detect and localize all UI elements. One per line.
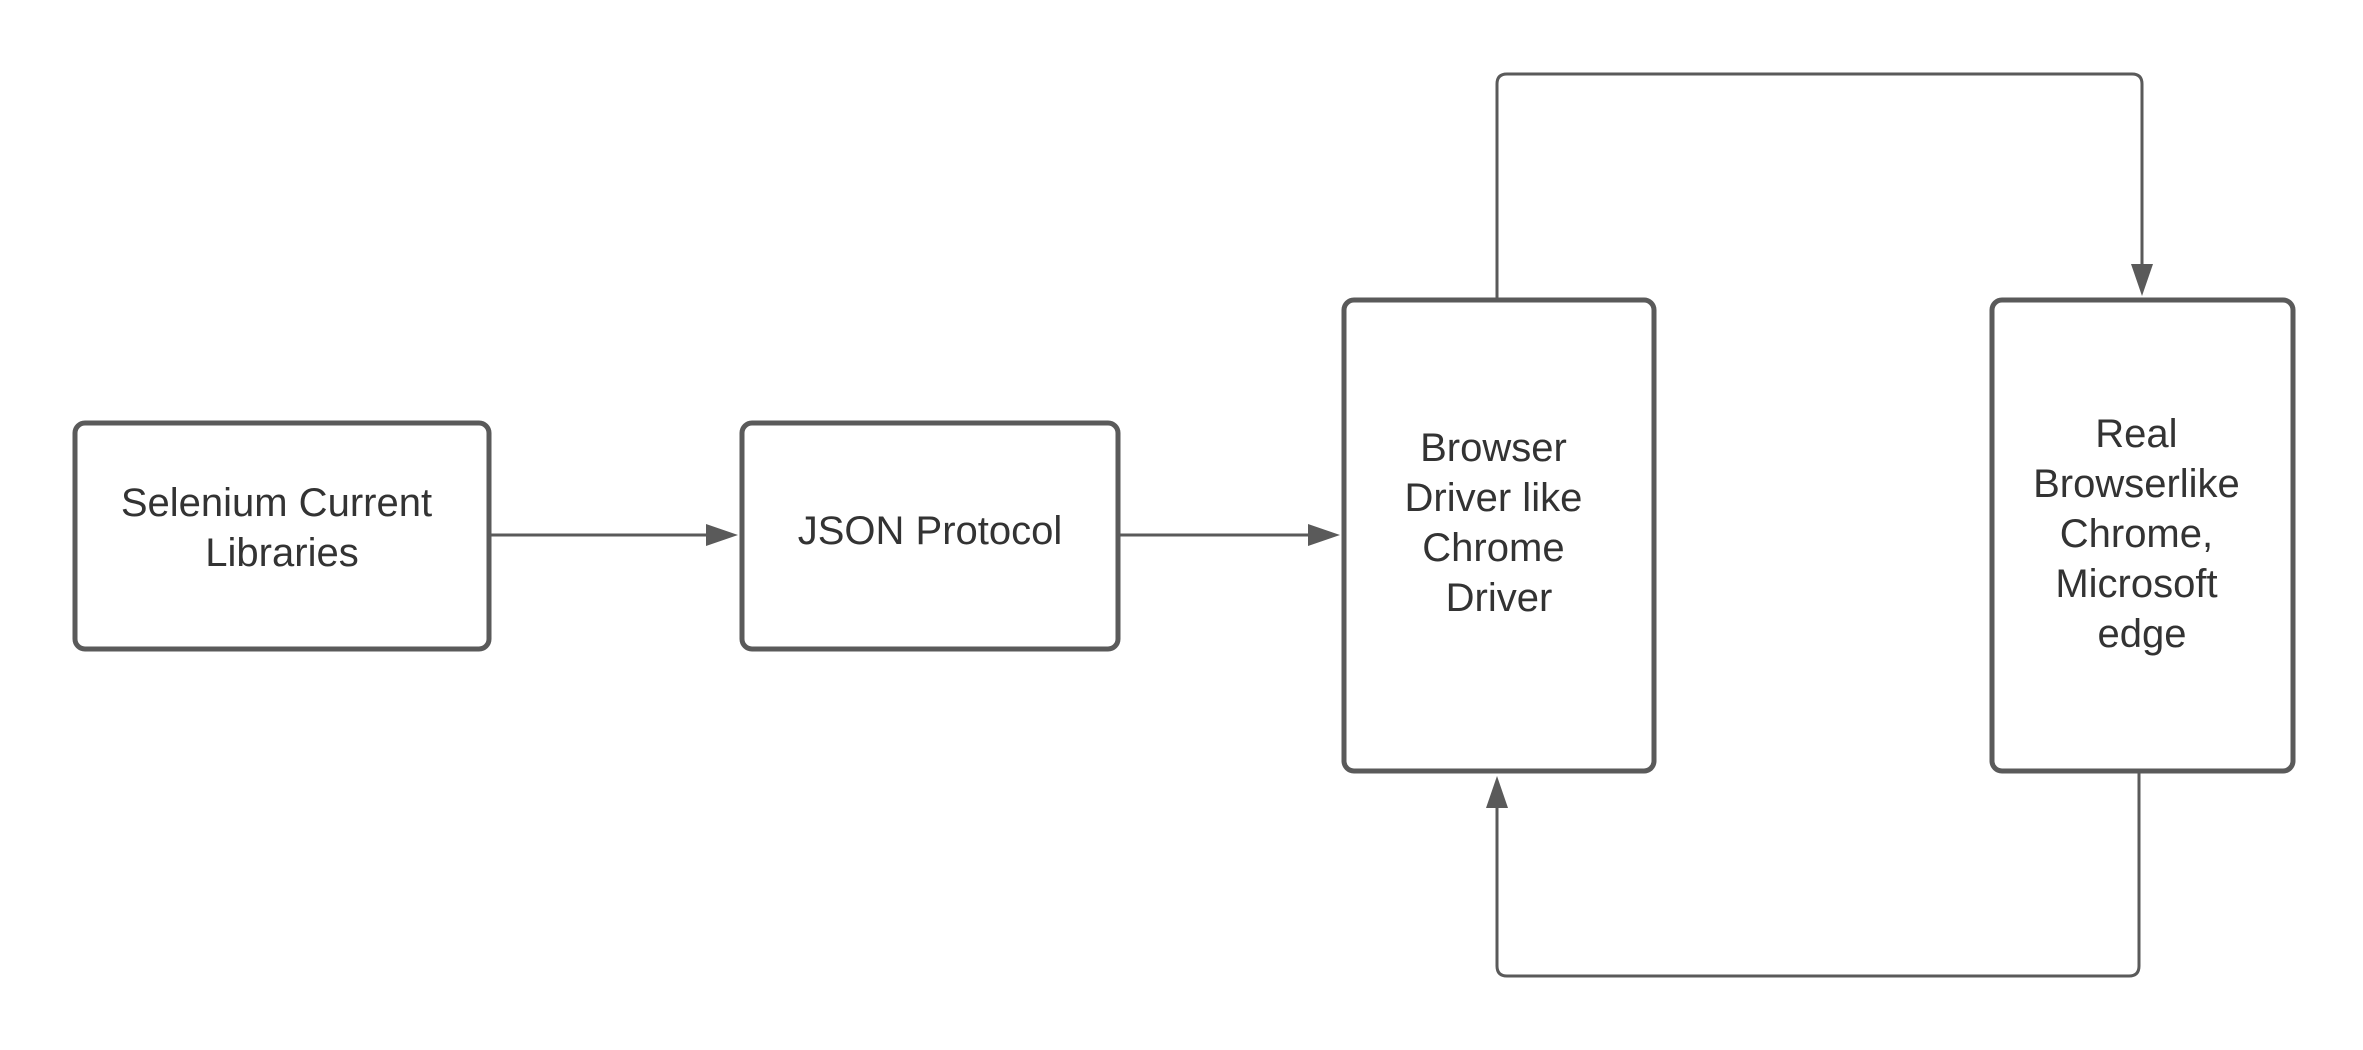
node-real-label: Real Browserlike Chrome, Microsoft edge [2033,412,2251,656]
node-label-line: Browserlike [2033,462,2240,506]
arrow-head-driver [1308,524,1340,546]
node-label-line: Browser [1420,426,1567,470]
connector-driver-to-real [1495,72,2144,298]
node-selenium-libraries: Selenium Current Libraries [72,420,492,652]
node-label-line: Driver [1446,576,1553,620]
node-driver-box [1341,297,1657,774]
node-label-line: Microsoft [2055,562,2217,606]
connectors [490,72,2153,978]
node-driver-label: Browser Driver like Chrome Driver [1405,426,1594,620]
node-label-line: Selenium Current [121,481,432,525]
node-selenium-label: Selenium Current Libraries [121,481,443,575]
node-json-protocol: JSON Protocol [739,420,1121,652]
node-real-box [1989,297,2296,774]
node-label-line: Driver like [1405,476,1583,520]
node-label-line: Chrome, [2060,512,2213,556]
node-label-line: Libraries [205,531,358,575]
node-json-box [739,420,1121,652]
node-label-line: Real [2095,412,2177,456]
arrow-head-json [706,524,738,546]
node-selenium-box [72,420,492,652]
connector-real-to-driver [1495,771,2141,978]
arrow-head-driver-return [1486,776,1508,808]
node-real-browser: Real Browserlike Chrome, Microsoft edge [1989,297,2296,774]
node-browser-driver: Browser Driver like Chrome Driver [1341,297,1657,774]
node-label-line: edge [2098,612,2187,656]
node-label-line: JSON Protocol [798,509,1063,553]
node-json-label: JSON Protocol [798,509,1063,553]
arrow-head-real [2131,264,2153,296]
node-label-line: Chrome [1422,526,1564,570]
